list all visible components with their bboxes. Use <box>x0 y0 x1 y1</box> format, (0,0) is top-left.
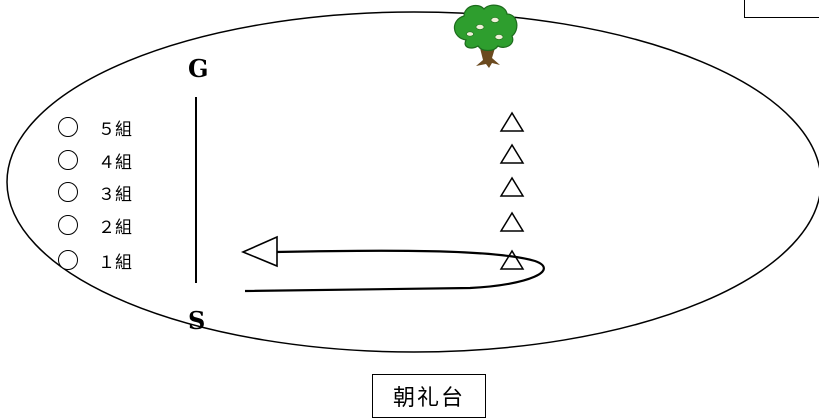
group-row: ４組 <box>58 148 132 173</box>
group-circle-icon <box>58 182 78 202</box>
track-oval <box>6 11 819 353</box>
group-label: ４組 <box>98 152 132 173</box>
group-row: ３組 <box>58 180 132 205</box>
course-arrowhead <box>240 235 278 268</box>
group-row: ２組 <box>58 213 132 238</box>
tree-icon <box>453 4 518 68</box>
cone-marker <box>499 111 525 132</box>
cone-marker <box>499 176 525 197</box>
platform-label: 朝礼台 <box>372 374 486 418</box>
group-circle-icon <box>58 150 78 170</box>
group-label: ２組 <box>98 217 132 238</box>
group-circle-icon <box>58 117 78 137</box>
goal-label: G <box>188 54 209 83</box>
group-row: １組 <box>58 248 132 273</box>
cone-column <box>499 111 525 270</box>
group-label: １組 <box>98 252 132 273</box>
group-circle-icon <box>58 215 78 235</box>
group-label: ５組 <box>98 119 132 140</box>
start-label: S <box>188 306 206 335</box>
corner-box <box>744 0 819 18</box>
group-label: ３組 <box>98 184 132 205</box>
cone-marker <box>499 249 525 270</box>
cone-marker <box>499 211 525 232</box>
group-row: ５組 <box>58 115 132 140</box>
cone-marker <box>499 143 525 164</box>
course-path <box>244 249 545 293</box>
group-circle-icon <box>58 250 78 270</box>
